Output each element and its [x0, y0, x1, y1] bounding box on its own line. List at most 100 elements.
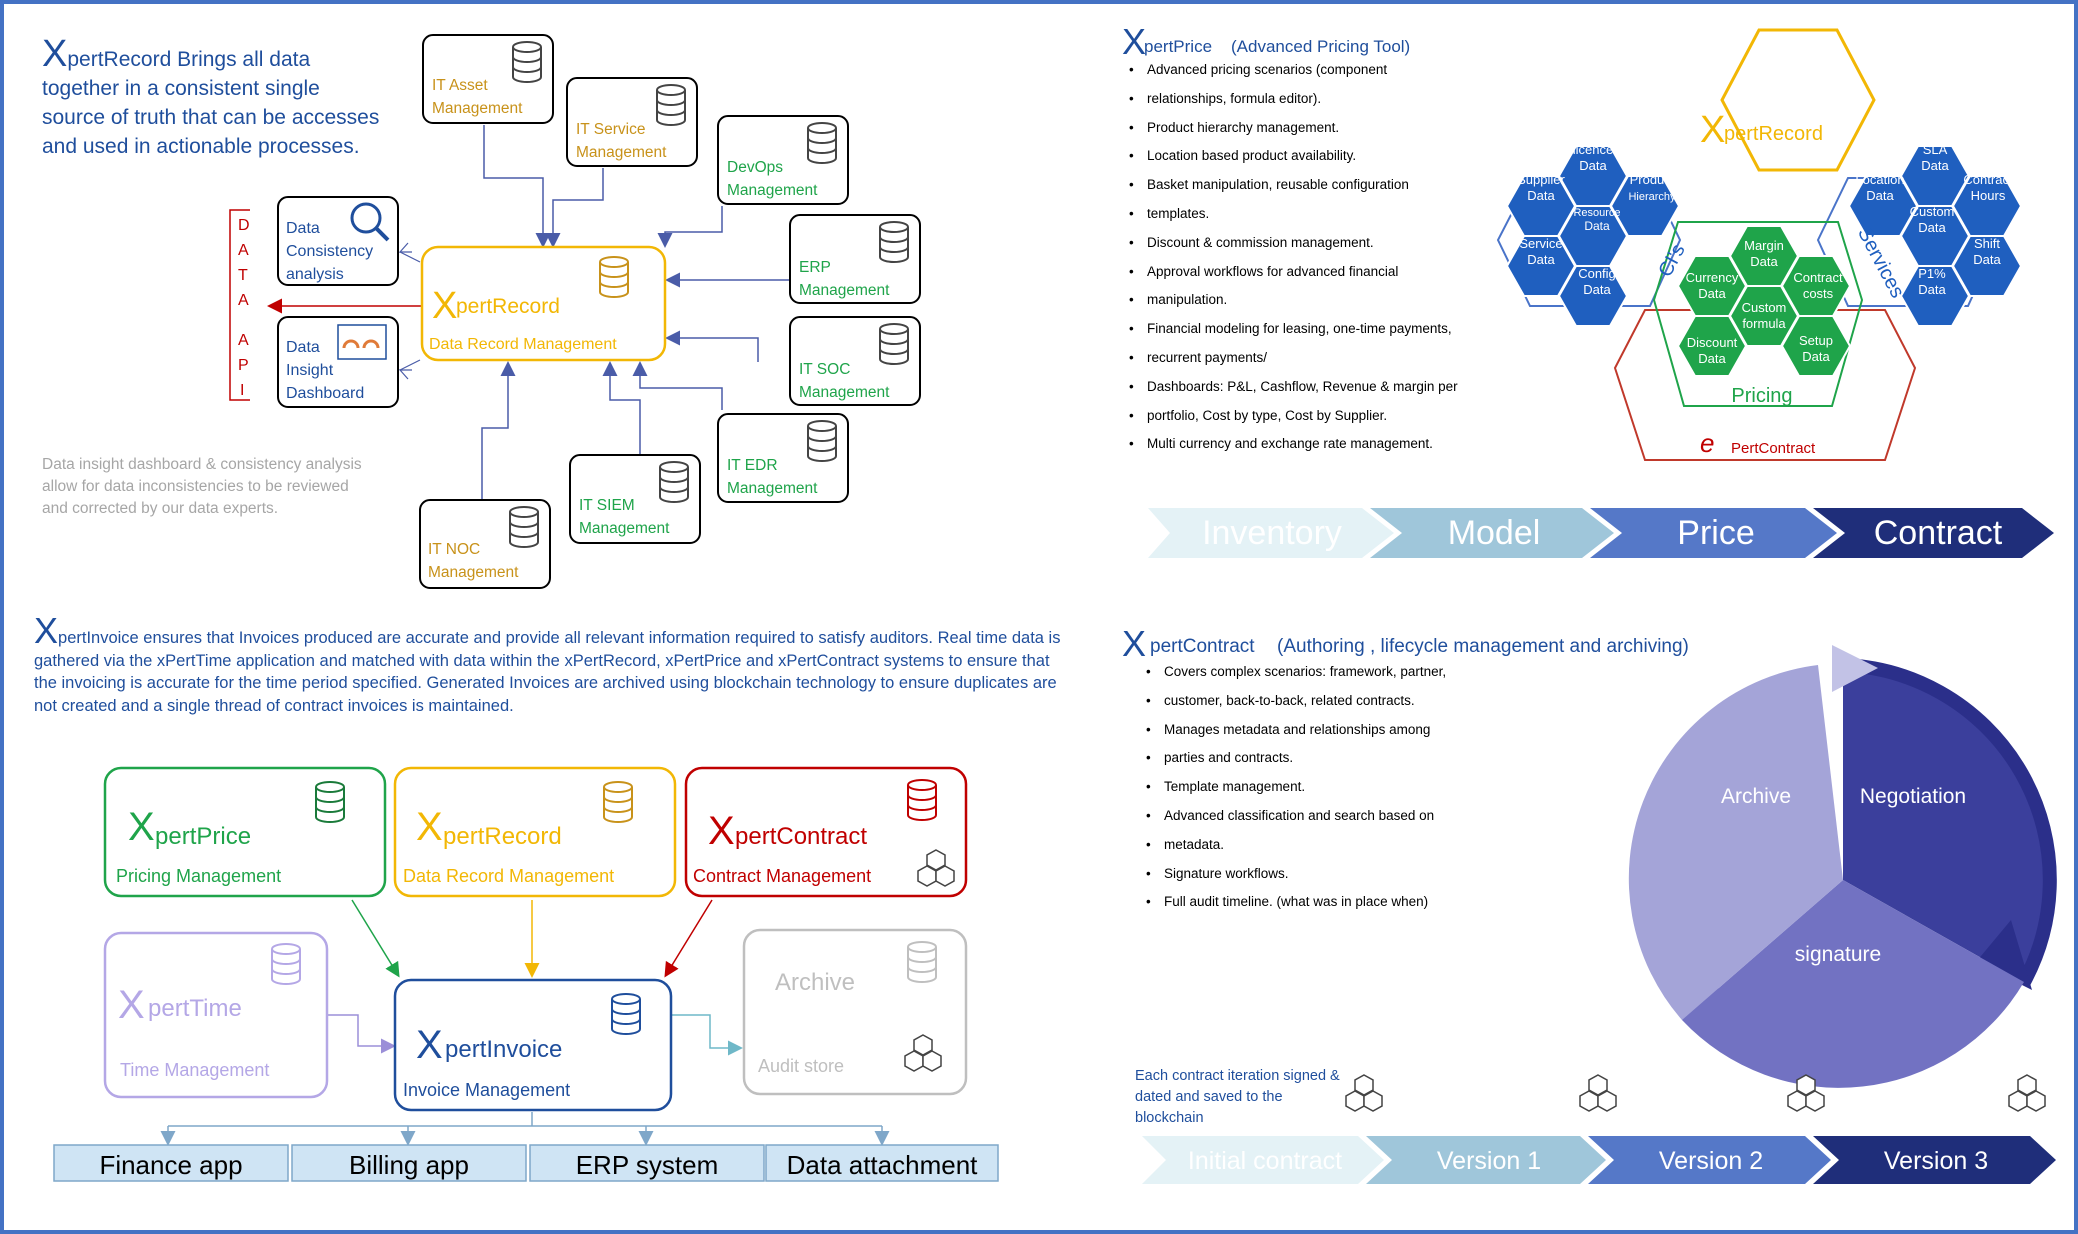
svg-text:Contract Management: Contract Management — [693, 866, 871, 886]
invoice-archive-box[interactable]: Archive Audit store — [742, 928, 968, 1096]
svg-text:X: X — [416, 805, 443, 849]
source-boxes: IT Asset Management IT Service Managemen… — [419, 34, 921, 589]
svg-text:Data: Data — [1918, 282, 1946, 297]
svg-text:Insight: Insight — [286, 362, 334, 379]
svg-text:PertContract: PertContract — [1731, 440, 1816, 457]
invoice-connectors — [160, 899, 890, 1146]
invoice-main-box[interactable]: X pertInvoice Invoice Management — [393, 978, 673, 1112]
contract-versions: Initial contract Version 1 Version 2 Ver… — [1142, 1136, 2056, 1184]
svg-text:A: A — [238, 242, 249, 259]
version-1: Version 1 — [1437, 1147, 1541, 1175]
source-devops[interactable]: DevOps Management — [717, 115, 849, 205]
svg-text:Management: Management — [727, 480, 818, 497]
svg-text:Data: Data — [1584, 219, 1610, 233]
svg-text:Management: Management — [727, 182, 818, 199]
source-erp[interactable]: ERP Management — [789, 214, 921, 304]
svg-text:costs: costs — [1803, 286, 1834, 301]
svg-text:Pricing Management: Pricing Management — [116, 866, 281, 886]
record-center-box[interactable]: X pertRecord Data Record Management — [420, 245, 667, 362]
chevron-inventory: Inventory — [1202, 514, 1342, 552]
svg-text:I: I — [240, 382, 244, 399]
record-center-sub: Data Record Management — [429, 336, 617, 353]
svg-text:formula: formula — [1742, 316, 1786, 331]
invoice-record-box[interactable]: X pertRecord Data Record Management — [393, 766, 677, 898]
svg-text:Config: Config — [1578, 266, 1616, 281]
price-chevrons: Inventory Model Price Contract — [1148, 508, 2054, 558]
record-intro: XpertRecord Brings all data together in … — [42, 33, 380, 158]
price-bullets: Advanced pricing scenarios (component re… — [1125, 56, 1515, 459]
svg-text:Location: Location — [1855, 172, 1904, 187]
invoice-time-box[interactable]: X pertTime Time Management — [103, 931, 329, 1099]
source-it-soc[interactable]: IT SOC Management — [789, 316, 921, 406]
svg-text:Time Management: Time Management — [120, 1060, 269, 1080]
chevron-model: Model — [1448, 514, 1541, 552]
cycle-archive: Archive — [1721, 785, 1791, 808]
svg-text:Dashboard: Dashboard — [286, 385, 364, 402]
svg-text:Management: Management — [799, 282, 890, 299]
svg-text:Data: Data — [1527, 252, 1555, 267]
svg-text:analysis: analysis — [286, 266, 344, 283]
svg-text:X: X — [416, 1023, 443, 1067]
svg-text:Setup: Setup — [1799, 333, 1833, 348]
svg-text:Shift: Shift — [1974, 236, 2000, 251]
version-initial: Initial contract — [1188, 1147, 1342, 1175]
blockchain-note: Each contract iteration signed & dated a… — [1135, 1068, 1340, 1126]
svg-text:Management: Management — [432, 100, 523, 117]
svg-text:Data: Data — [1973, 252, 2001, 267]
output-finance-app: Finance app — [99, 1150, 242, 1180]
invoice-contract-box[interactable]: X pertContract Contract Management — [684, 766, 968, 898]
side-box-insight[interactable]: Data Insight Dashboard — [277, 316, 399, 408]
svg-text:pertPrice: pertPrice — [155, 823, 251, 850]
svg-text:D: D — [238, 217, 250, 234]
svg-text:Management: Management — [579, 520, 670, 537]
record-center-name: pertRecord — [456, 295, 560, 318]
svg-text:Currency: Currency — [1686, 270, 1739, 285]
cycle-negotiation: Negotiation — [1860, 785, 1966, 808]
svg-text:X: X — [708, 809, 735, 853]
output-data-attachment: Data attachment — [787, 1150, 979, 1180]
source-it-service[interactable]: IT Service Management — [566, 77, 698, 167]
svg-text:X: X — [118, 983, 145, 1027]
contract-cycle: Archive Negotiation signature — [1628, 645, 2057, 1088]
record-center-x: X — [432, 285, 457, 327]
source-it-noc[interactable]: IT NOC Management — [419, 499, 551, 589]
svg-text:IT Service: IT Service — [576, 121, 646, 138]
invoice-price-box[interactable]: X pertPrice Pricing Management — [103, 766, 387, 898]
svg-text:Contract: Contract — [1793, 270, 1843, 285]
svg-text:(Advanced Pricing Tool): (Advanced Pricing Tool) — [1231, 37, 1410, 56]
svg-text:Data: Data — [1698, 351, 1726, 366]
svg-text:X: X — [1700, 109, 1725, 151]
svg-text:Contract: Contract — [1963, 172, 2013, 187]
source-it-edr[interactable]: IT EDR Management — [717, 413, 849, 503]
chevron-price: Price — [1677, 514, 1754, 552]
svg-text:Data: Data — [1750, 254, 1778, 269]
contract-bullets: Covers complex scenarios: framework, par… — [1142, 658, 1532, 917]
svg-text:licence: licence — [1573, 142, 1613, 157]
svg-text:IT Asset: IT Asset — [432, 77, 488, 94]
output-billing-app: Billing app — [349, 1150, 469, 1180]
hex-contract — [1613, 309, 1917, 461]
side-box-consistency[interactable]: Data Consistency analysis — [277, 196, 399, 286]
svg-text:A: A — [238, 332, 249, 349]
cycle-signature: signature — [1795, 943, 1881, 966]
svg-text:pertRecord: pertRecord — [1724, 123, 1823, 145]
svg-text:Data: Data — [1866, 188, 1894, 203]
svg-text:e: e — [1700, 428, 1714, 458]
svg-text:Data: Data — [286, 220, 320, 237]
source-it-asset[interactable]: IT Asset Management — [422, 34, 554, 124]
svg-text:P1%: P1% — [1918, 266, 1946, 281]
source-it-siem[interactable]: IT SIEM Management — [569, 454, 701, 544]
svg-text:Resource: Resource — [1573, 207, 1620, 219]
contract-title: X pertContract (Authoring , lifecycle ma… — [1122, 623, 1689, 664]
record-note: Data insight dashboard & consistency ana… — [42, 456, 362, 517]
hex-record — [1720, 28, 1876, 172]
svg-text:X: X — [128, 805, 155, 849]
blockchain-icons — [1345, 1074, 2046, 1112]
svg-text:SLA: SLA — [1923, 142, 1948, 157]
svg-text:pertContract: pertContract — [1150, 636, 1255, 657]
svg-text:Audit store: Audit store — [758, 1056, 844, 1076]
